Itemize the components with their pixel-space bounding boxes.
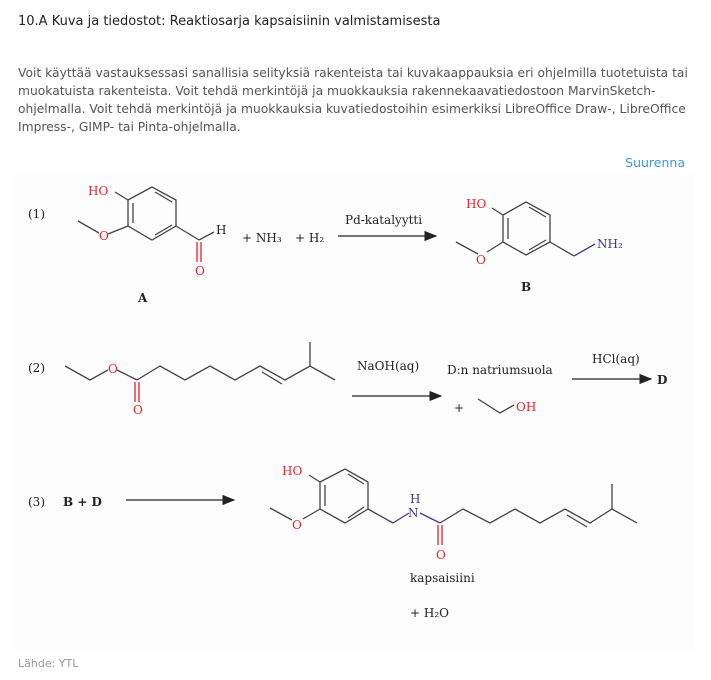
byproduct-water: + H₂O xyxy=(410,606,449,620)
reaction-3: (3) B + D HO O H N O kapsaisiini + H₂O xyxy=(28,464,638,620)
ester-molecule: O O xyxy=(64,342,336,417)
reaction-number: (1) xyxy=(28,207,45,221)
compound-label-a: A xyxy=(137,291,148,305)
reaction-1: (1) HO O H O + NH₃ + H₂ Pd-katalyytti A xyxy=(28,184,623,305)
atom-label: O xyxy=(292,518,302,532)
atom-label: O xyxy=(108,362,118,376)
page-title: 10.A Kuva ja tiedostot: Reaktiosarja kap… xyxy=(18,14,441,29)
atom-label: NH₂ xyxy=(597,237,623,251)
atom-label: O xyxy=(133,403,143,417)
reaction-number: (3) xyxy=(28,495,45,509)
atom-label: H xyxy=(216,223,226,237)
source-caption: Lähde: YTL xyxy=(18,657,79,670)
atom-label: H xyxy=(410,492,420,506)
product-capsaicin-label: kapsaisiini xyxy=(410,571,475,585)
capsaicin-molecule: HO O H N O xyxy=(269,464,638,562)
molecule-b: HO O NH₂ xyxy=(455,197,623,267)
reagent-naoh: NaOH(aq) xyxy=(357,359,419,373)
reagent-hcl: HCl(aq) xyxy=(592,352,640,366)
product-sodium-salt: D:n natriumsuola xyxy=(447,363,553,377)
atom-label: O xyxy=(476,253,486,267)
image-background xyxy=(15,172,695,650)
atom-label: OH xyxy=(516,400,536,414)
atom-label: O xyxy=(99,229,109,243)
atom-label: N xyxy=(408,506,419,520)
catalyst-label: Pd-katalyytti xyxy=(345,213,422,227)
reaction-number: (2) xyxy=(28,361,45,375)
atom-label: HO xyxy=(88,184,108,198)
atom-label: O xyxy=(195,264,205,278)
atom-label: HO xyxy=(282,464,302,478)
plus-sign: + xyxy=(454,401,464,415)
instructions-text: Voit käyttää vastauksessasi sanallisia s… xyxy=(18,66,688,134)
reagent-ammonia: + NH₃ xyxy=(242,231,282,245)
enlarge-link[interactable]: Suurenna xyxy=(625,155,685,170)
ethanol-bonds xyxy=(477,398,515,414)
product-d: D xyxy=(657,373,667,387)
atom-label: O xyxy=(436,548,446,562)
reagent-hydrogen: + H₂ xyxy=(295,231,324,245)
reaction-2: (2) O O NaOH(aq) D:n natriumsuola + OH H… xyxy=(28,342,667,417)
molecule-a: HO O H O xyxy=(77,184,226,278)
compound-label-b: B xyxy=(521,280,531,294)
reactants-label: B + D xyxy=(63,495,102,509)
atom-label: HO xyxy=(466,197,486,211)
